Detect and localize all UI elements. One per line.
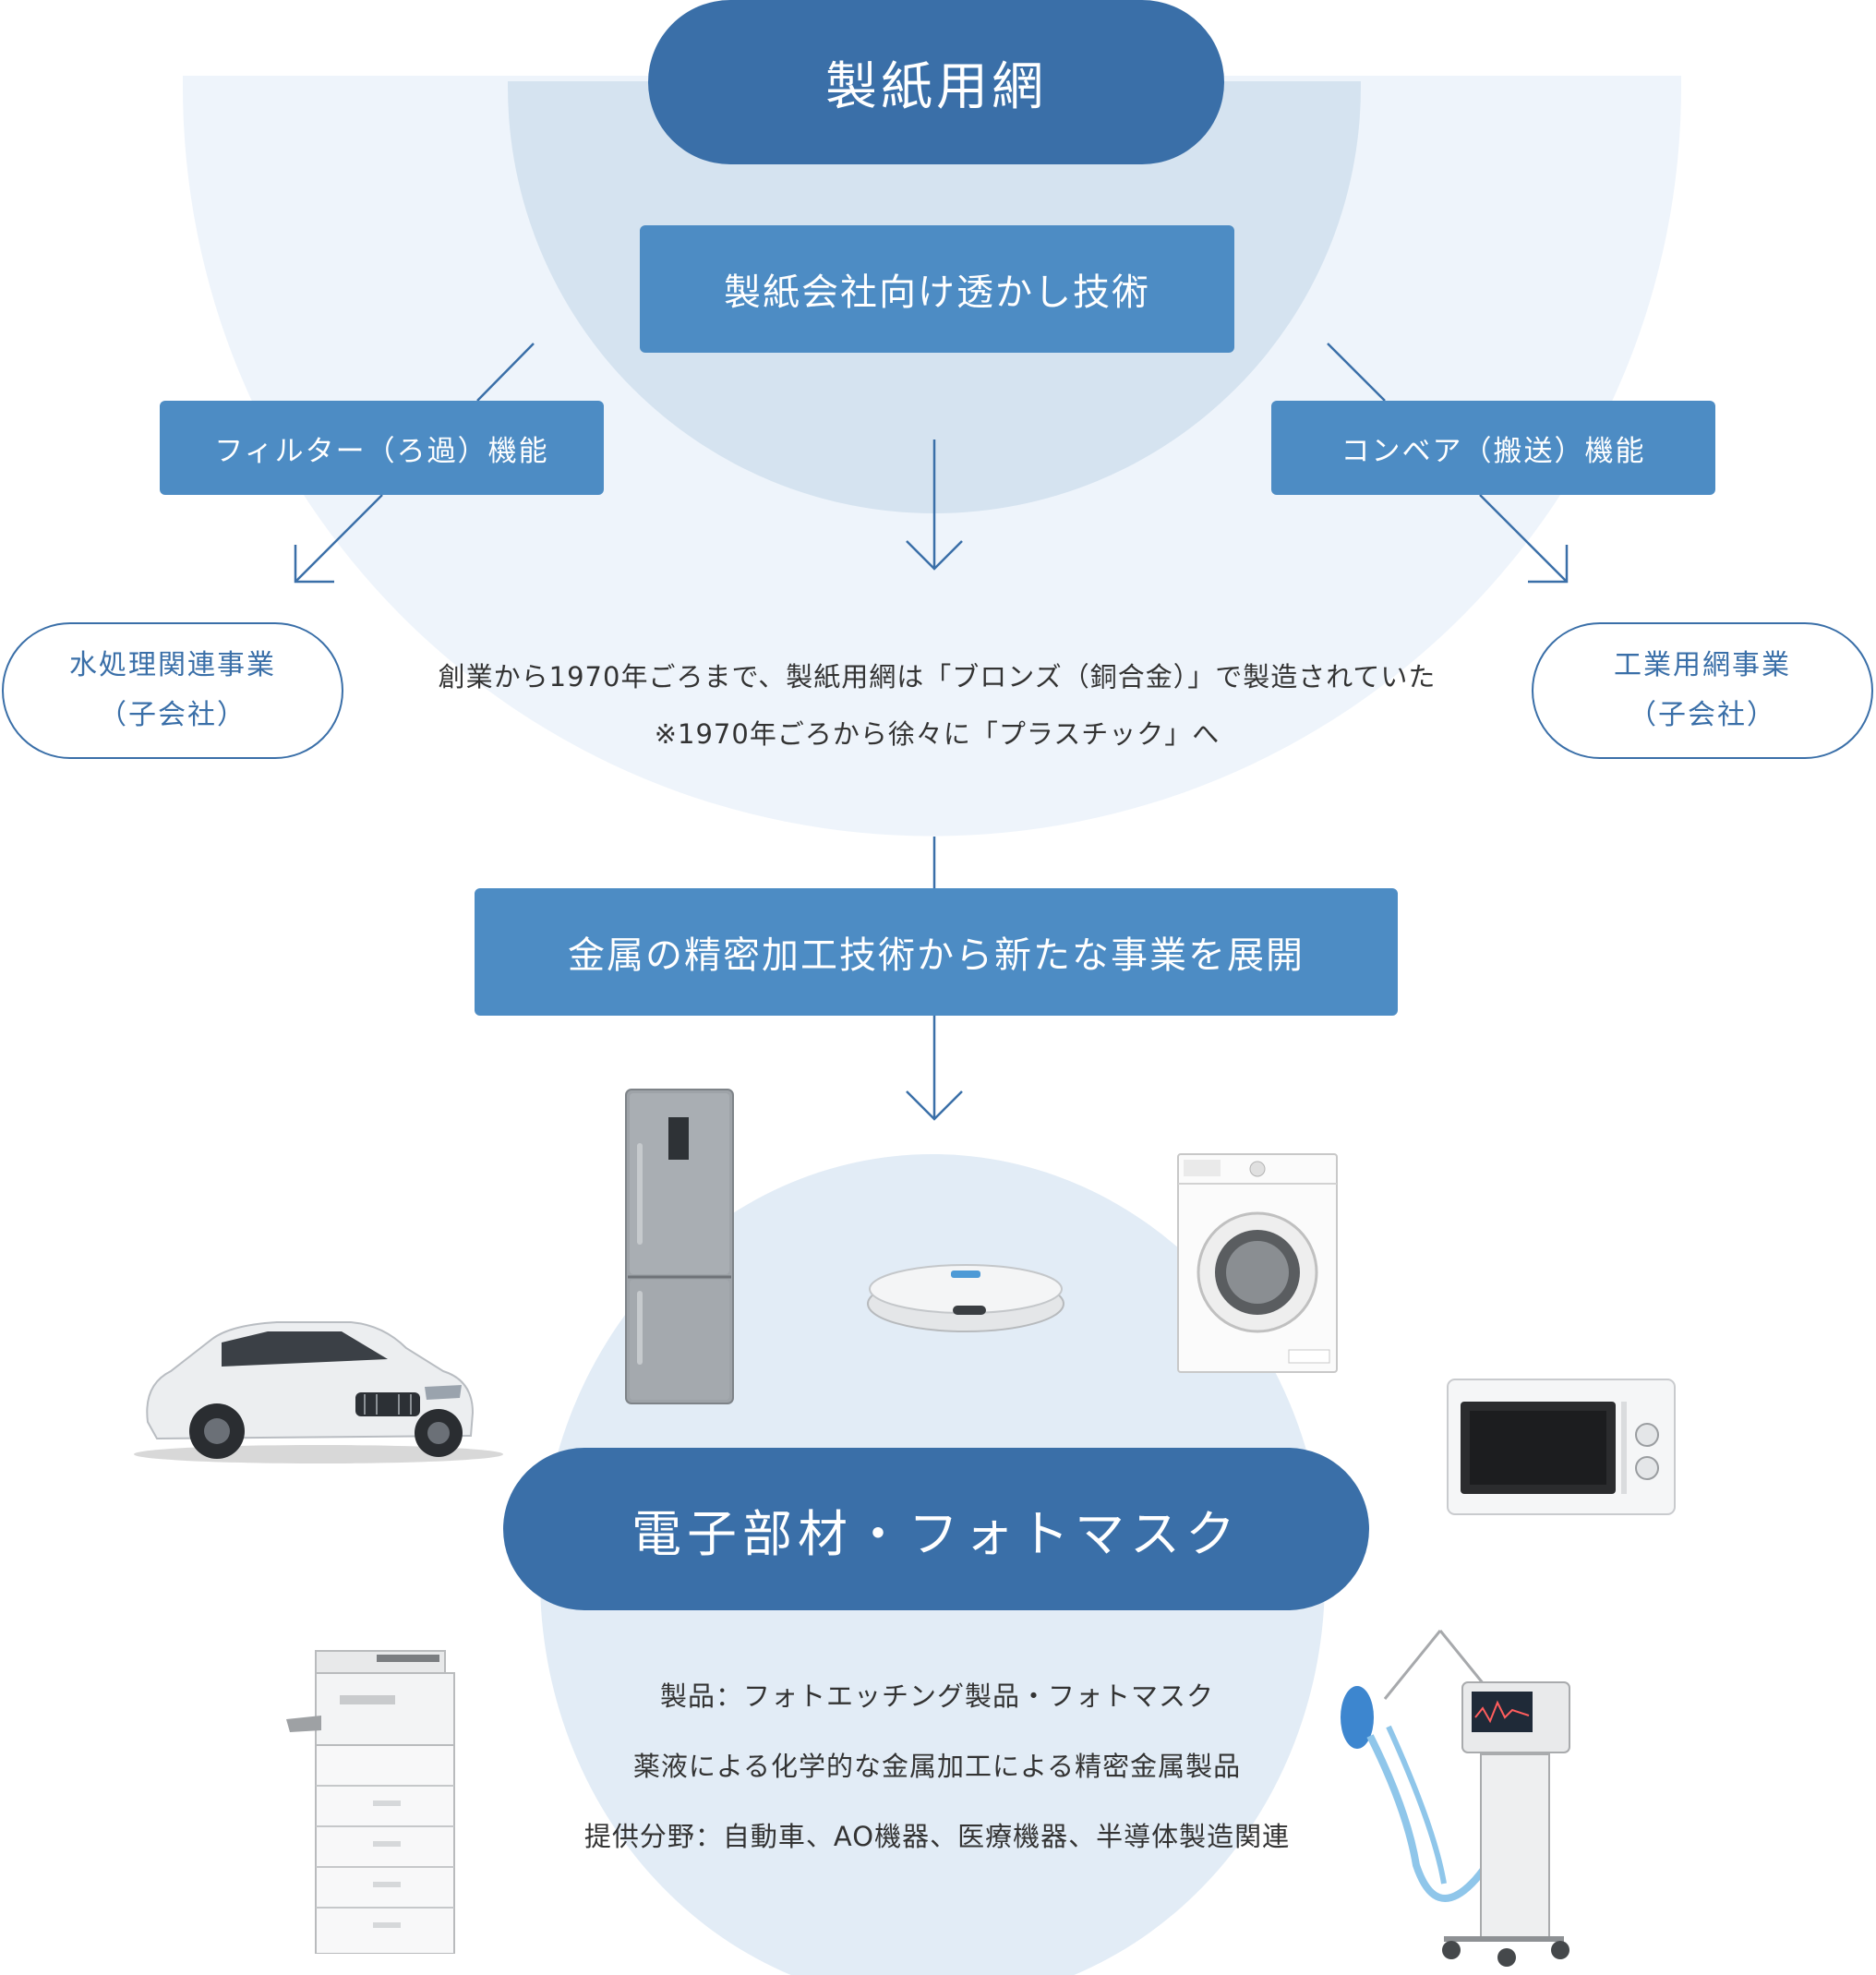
left-business-line2: （子会社）: [99, 699, 247, 731]
ventilator-image: [1341, 1630, 1570, 1967]
right-business-line2: （子会社）: [1629, 699, 1776, 731]
bottom-fields: 提供分野：自動車、AO機器、医療機器、半導体製造関連: [583, 1821, 1291, 1852]
arrow-center-head: [906, 540, 963, 571]
refrigerator-image: [625, 1089, 734, 1404]
washing-machine-image: [1177, 1153, 1338, 1373]
expansion-box: 金属の精密加工技術から新たな事業を展開: [475, 888, 1398, 1016]
arrow-conveyor-line: [1479, 494, 1568, 583]
connector-to-filter: [476, 343, 535, 402]
bottom-title: 電子部材・フォトマスク: [503, 1448, 1369, 1610]
conveyor-function-box: コンベア（搬送）機能: [1271, 401, 1715, 495]
robot-vacuum-image: [867, 1264, 1064, 1332]
right-business-pill: 工業用網事業 （子会社）: [1532, 622, 1873, 759]
core-tech-box: 製紙会社向け透かし技術: [640, 225, 1234, 353]
arrow-conveyor-head: [1528, 545, 1569, 584]
car-image: [134, 1321, 503, 1463]
filter-function-box: フィルター（ろ過）機能: [160, 401, 604, 495]
arrow-to-products-head: [906, 1090, 963, 1121]
copier-image: [286, 1650, 455, 1954]
history-line-2: ※1970年ごろから徐々に「プラスチック」へ: [654, 718, 1221, 750]
right-business-line1: 工業用網事業: [1614, 649, 1791, 681]
microwave-image: [1447, 1379, 1676, 1515]
left-business-line1: 水処理関連事業: [69, 649, 276, 681]
top-title: 製紙用網: [648, 0, 1224, 164]
arrow-filter-line: [295, 494, 383, 583]
bottom-products: 製品：フォトエッチング製品・フォトマスク: [659, 1680, 1214, 1712]
history-line-1: 創業から1970年ごろまで、製紙用網は「ブロンズ（銅合金）」で製造されていた: [438, 661, 1437, 692]
arrow-filter-head: [294, 545, 334, 584]
bottom-description: 薬液による化学的な金属加工による精密金属製品: [632, 1751, 1242, 1782]
left-business-pill: 水処理関連事業 （子会社）: [2, 622, 343, 759]
connector-to-conveyor: [1327, 343, 1386, 402]
